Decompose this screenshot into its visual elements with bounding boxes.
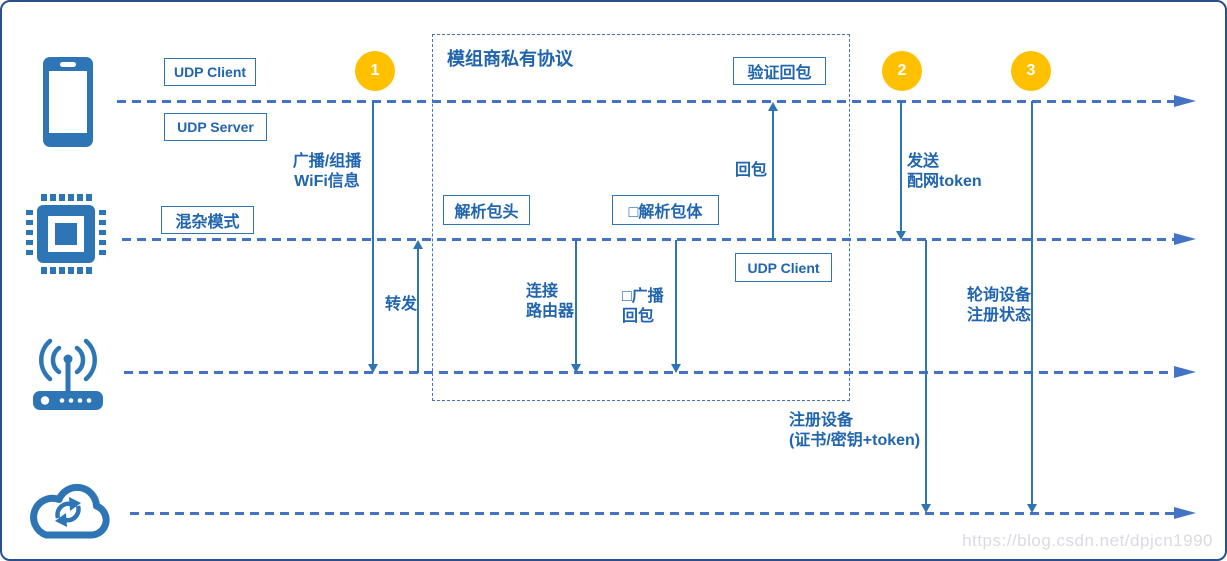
- arrow-forward-arrowhead: [413, 240, 423, 249]
- arrow-poll-status-arrowhead: [1027, 504, 1037, 513]
- promiscuous-mode-label: 混杂模式: [161, 206, 254, 234]
- arrow-connect-router: [575, 240, 577, 364]
- note-connect-router: 连接 路由器: [526, 283, 575, 320]
- vendor-protocol-group-title: 模组商私有协议: [447, 49, 573, 69]
- router-lifeline-arrowhead: [1174, 366, 1196, 378]
- step-circle-2: 2: [882, 51, 922, 91]
- note-register-device: 注册设备 (证书/密钥+token): [789, 412, 921, 449]
- step-circle-3: 3: [1011, 51, 1051, 91]
- note-broadcast-reply: □广播 回包: [622, 288, 664, 325]
- step-circle-1: 1: [355, 51, 395, 91]
- cloud-lifeline-arrowhead: [1174, 507, 1196, 519]
- smartphone-icon: [42, 56, 94, 148]
- arrow-register-device-arrowhead: [921, 504, 931, 513]
- arrow-broadcast-wifi: [372, 101, 374, 364]
- note-poll-status: 轮询设备 注册状态: [966, 287, 1031, 324]
- cloud-lifeline: [130, 512, 1174, 515]
- arrow-send-token-arrowhead: [896, 231, 906, 240]
- router-icon: [30, 334, 106, 412]
- vendor-protocol-group-box: 模组商私有协议: [432, 34, 850, 401]
- arrow-poll-status: [1031, 101, 1033, 504]
- cloud-sync-icon: [20, 472, 116, 542]
- smartphone-lifeline: [117, 100, 1174, 103]
- arrow-connect-router-arrowhead: [571, 364, 581, 373]
- note-forward: 转发: [385, 296, 418, 313]
- arrow-reply-arrowhead: [768, 102, 778, 111]
- smartphone-lifeline-arrowhead: [1174, 95, 1196, 107]
- module-lifeline-arrowhead: [1174, 233, 1196, 245]
- arrow-broadcast-reply-arrowhead: [671, 364, 681, 373]
- arrow-broadcast-wifi-arrowhead: [368, 364, 378, 373]
- parse-header-label: 解析包头: [443, 195, 530, 225]
- udp-server-label: UDP Server: [164, 113, 267, 141]
- module-lifeline: [122, 238, 1174, 241]
- parse-body-label: □解析包体: [612, 195, 719, 225]
- udp-client-top-label: UDP Client: [164, 58, 256, 86]
- verify-reply-label: 验证回包: [733, 57, 826, 85]
- watermark: https://blog.csdn.net/dpjcn1990: [962, 531, 1213, 550]
- note-reply: 回包: [735, 162, 768, 179]
- udp-client-inner-label: UDP Client: [735, 253, 832, 282]
- arrow-broadcast-reply: [675, 240, 677, 364]
- router-lifeline: [124, 371, 1174, 374]
- arrow-forward: [417, 248, 419, 373]
- arrow-register-device: [925, 240, 927, 504]
- arrow-reply: [772, 110, 774, 240]
- chip-icon: [24, 192, 108, 276]
- arrow-send-token: [900, 101, 902, 231]
- note-broadcast-wifi: 广播/组播 WiFi信息: [292, 153, 362, 190]
- note-send-token: 发送 配网token: [907, 153, 982, 190]
